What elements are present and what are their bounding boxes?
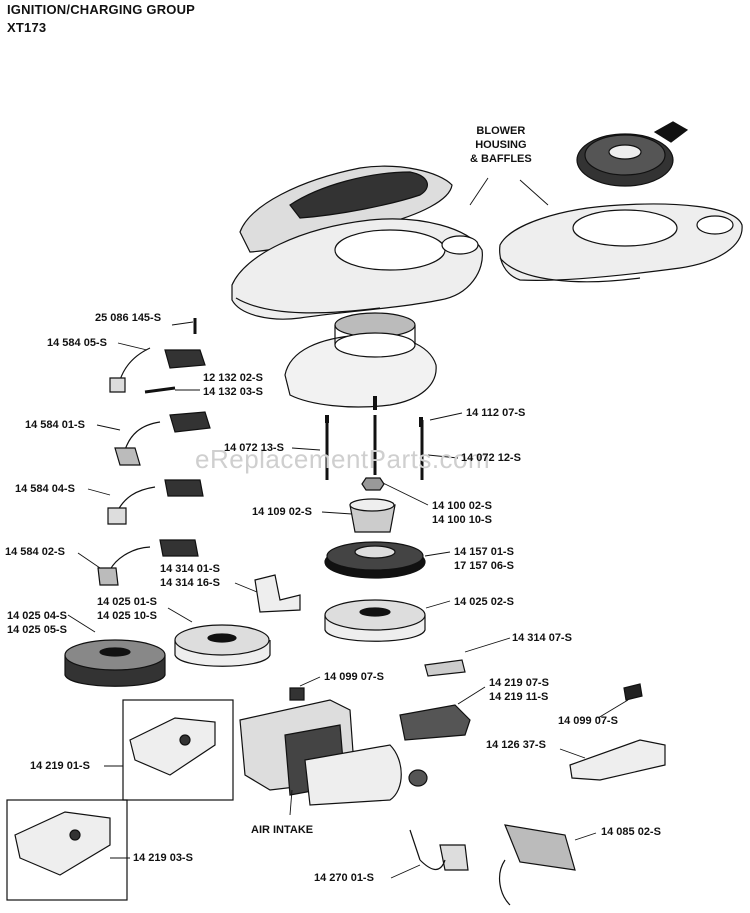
recoil-starter-part[interactable] bbox=[576, 121, 689, 187]
part-14-584-04[interactable]: 14 584 04-S bbox=[15, 483, 75, 495]
part-14-100-10[interactable]: 14 100 10-S bbox=[432, 514, 492, 526]
studs-and-screws[interactable] bbox=[193, 318, 424, 491]
part-14-025-10[interactable]: 14 025 10-S bbox=[97, 610, 157, 622]
watermark: eReplacementParts.com bbox=[195, 444, 491, 474]
fan-cup-part[interactable] bbox=[349, 498, 396, 533]
blower-housing-line-2: HOUSING bbox=[475, 139, 527, 151]
ignition-module-04-part[interactable] bbox=[107, 479, 204, 525]
part-14-072-12[interactable]: 14 072 12-S bbox=[461, 452, 521, 464]
part-17-157-06[interactable]: 17 157 06-S bbox=[454, 560, 514, 572]
bracket-219-07-part[interactable] bbox=[399, 704, 471, 741]
part-14-219-07[interactable]: 14 219 07-S bbox=[489, 677, 549, 689]
part-14-025-01[interactable]: 14 025 01-S bbox=[97, 596, 157, 608]
bracket-assembly-219-01-part[interactable] bbox=[129, 717, 216, 776]
flywheel-part-middle[interactable] bbox=[174, 624, 271, 667]
flywheel-shroud-part[interactable] bbox=[284, 312, 437, 408]
bracket-126-37-part[interactable] bbox=[569, 739, 666, 781]
switch-099-07-part-a[interactable] bbox=[289, 687, 305, 701]
part-14-584-01[interactable]: 14 584 01-S bbox=[25, 419, 85, 431]
part-14-112-07[interactable]: 14 112 07-S bbox=[466, 407, 526, 419]
ignition-module-02-part[interactable] bbox=[97, 539, 199, 586]
air-intake-part[interactable] bbox=[239, 699, 428, 806]
part-14-219-01[interactable]: 14 219 01-S bbox=[30, 760, 90, 772]
flywheel-part-right[interactable] bbox=[324, 599, 426, 642]
part-14-157-01[interactable]: 14 157 01-S bbox=[454, 546, 514, 558]
connector-270-01-part[interactable] bbox=[409, 829, 469, 871]
blower-housing-line-1: BLOWER bbox=[476, 125, 526, 137]
part-14-100-02[interactable]: 14 100 02-S bbox=[432, 500, 492, 512]
air-intake-callout: AIR INTAKE bbox=[251, 824, 314, 836]
part-14-219-11[interactable]: 14 219 11-S bbox=[489, 691, 549, 703]
flywheel-fan-part[interactable] bbox=[324, 541, 426, 579]
part-14-270-01[interactable]: 14 270 01-S bbox=[314, 872, 374, 884]
switch-099-07-part-b[interactable] bbox=[623, 683, 643, 701]
part-25-086-145[interactable]: 25 086 145-S bbox=[95, 312, 162, 324]
part-14-025-02[interactable]: 14 025 02-S bbox=[454, 596, 514, 608]
bracket-314-07-part[interactable] bbox=[424, 659, 466, 677]
diagram-title: IGNITION/CHARGING GROUP bbox=[7, 2, 196, 17]
box-219-01 bbox=[122, 699, 234, 801]
part-14-126-37[interactable]: 14 126 37-S bbox=[486, 739, 546, 751]
blower-housing-line-3: & BAFFLES bbox=[470, 153, 532, 165]
part-14-099-07-b[interactable]: 14 099 07-S bbox=[558, 715, 618, 727]
flywheel-part-left[interactable] bbox=[64, 639, 166, 687]
box-219-03 bbox=[6, 799, 128, 901]
blower-housing-base-part[interactable] bbox=[231, 218, 483, 320]
blower-housing-callout: BLOWER HOUSING & BAFFLES bbox=[470, 124, 532, 166]
part-14-314-07[interactable]: 14 314 07-S bbox=[512, 632, 572, 644]
blower-housing-exploded-part[interactable] bbox=[499, 203, 743, 283]
part-12-132-02[interactable]: 12 132 02-S bbox=[203, 372, 263, 384]
part-14-584-02[interactable]: 14 584 02-S bbox=[5, 546, 65, 558]
part-14-025-05[interactable]: 14 025 05-S bbox=[7, 624, 67, 636]
ignition-module-01-part[interactable] bbox=[114, 411, 211, 466]
part-14-109-02[interactable]: 14 109 02-S bbox=[252, 506, 312, 518]
model-number: XT173 bbox=[7, 20, 47, 35]
part-14-085-02[interactable]: 14 085 02-S bbox=[601, 826, 661, 838]
leader-lines bbox=[67, 177, 629, 879]
part-14-025-04[interactable]: 14 025 04-S bbox=[7, 610, 67, 622]
part-14-314-01[interactable]: 14 314 01-S bbox=[160, 563, 220, 575]
part-14-584-05[interactable]: 14 584 05-S bbox=[47, 337, 107, 349]
bracket-314-16-part[interactable] bbox=[254, 574, 301, 613]
part-14-072-13[interactable]: 14 072 13-S bbox=[224, 442, 284, 454]
bracket-assembly-219-03-part[interactable] bbox=[14, 811, 111, 876]
ignition-module-05-part[interactable] bbox=[109, 347, 206, 394]
part-14-132-03[interactable]: 14 132 03-S bbox=[203, 386, 263, 398]
part-14-219-03[interactable]: 14 219 03-S bbox=[133, 852, 193, 864]
part-14-099-07-a[interactable]: 14 099 07-S bbox=[324, 671, 384, 683]
part-14-314-16[interactable]: 14 314 16-S bbox=[160, 577, 220, 589]
rectifier-085-02-part[interactable] bbox=[498, 824, 576, 906]
